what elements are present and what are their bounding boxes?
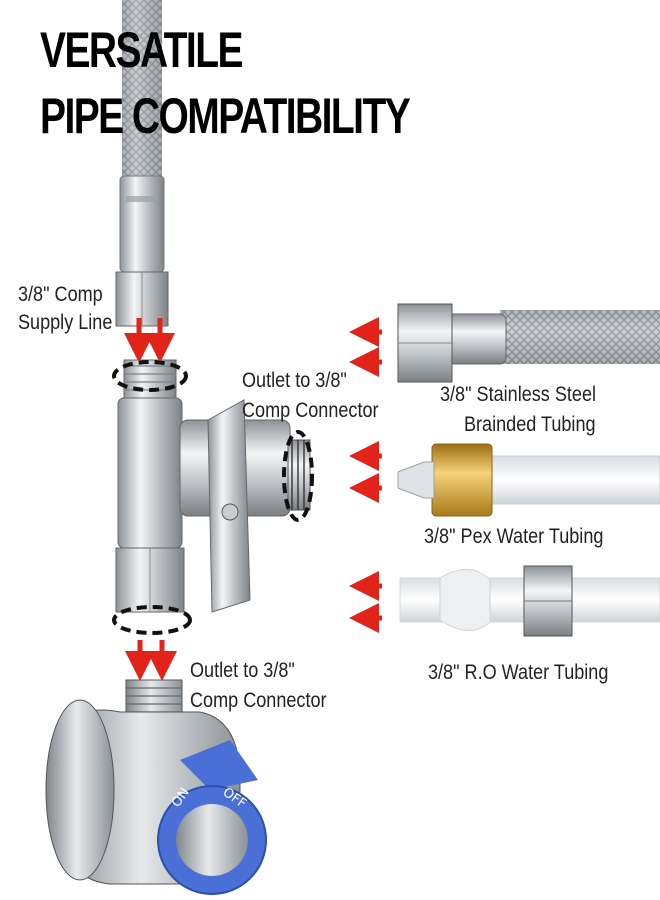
outlet-arrows-bottom: [125, 640, 177, 681]
angle-valve: ON OFF: [45, 679, 267, 895]
chrome-valve: [115, 359, 311, 613]
right-side-arrows: [349, 317, 382, 633]
supply-line-label-1: 3/8" Comp: [18, 283, 103, 306]
steel-tubing-label-2: Brainded Tubing: [464, 413, 596, 436]
supply-line-hose: [115, 0, 169, 327]
outlet-top-label-2: Comp Connector: [242, 399, 379, 422]
pex-tubing-label: 3/8" Pex Water Tubing: [424, 525, 604, 548]
headline-line-2: PIPE COMPATIBILITY: [40, 88, 411, 144]
connection-highlights: [112, 360, 314, 635]
outlet-bottom-label-1: Outlet to 3/8": [190, 659, 295, 682]
steel-tubing-label-1: 3/8" Stainless Steel: [440, 383, 597, 406]
steel-braided-tubing: [397, 303, 660, 383]
pex-tubing: [397, 443, 660, 517]
outlet-top-label-1: Outlet to 3/8": [242, 369, 347, 392]
ro-tubing: [399, 565, 660, 637]
headline-line-1: VERSATILE: [40, 22, 243, 78]
outlet-bottom-label-2: Comp Connector: [190, 689, 327, 712]
supply-line-label-2: Supply Line: [18, 311, 113, 334]
inlet-arrows: [124, 318, 175, 363]
ro-tubing-label: 3/8" R.O Water Tubing: [428, 661, 609, 684]
